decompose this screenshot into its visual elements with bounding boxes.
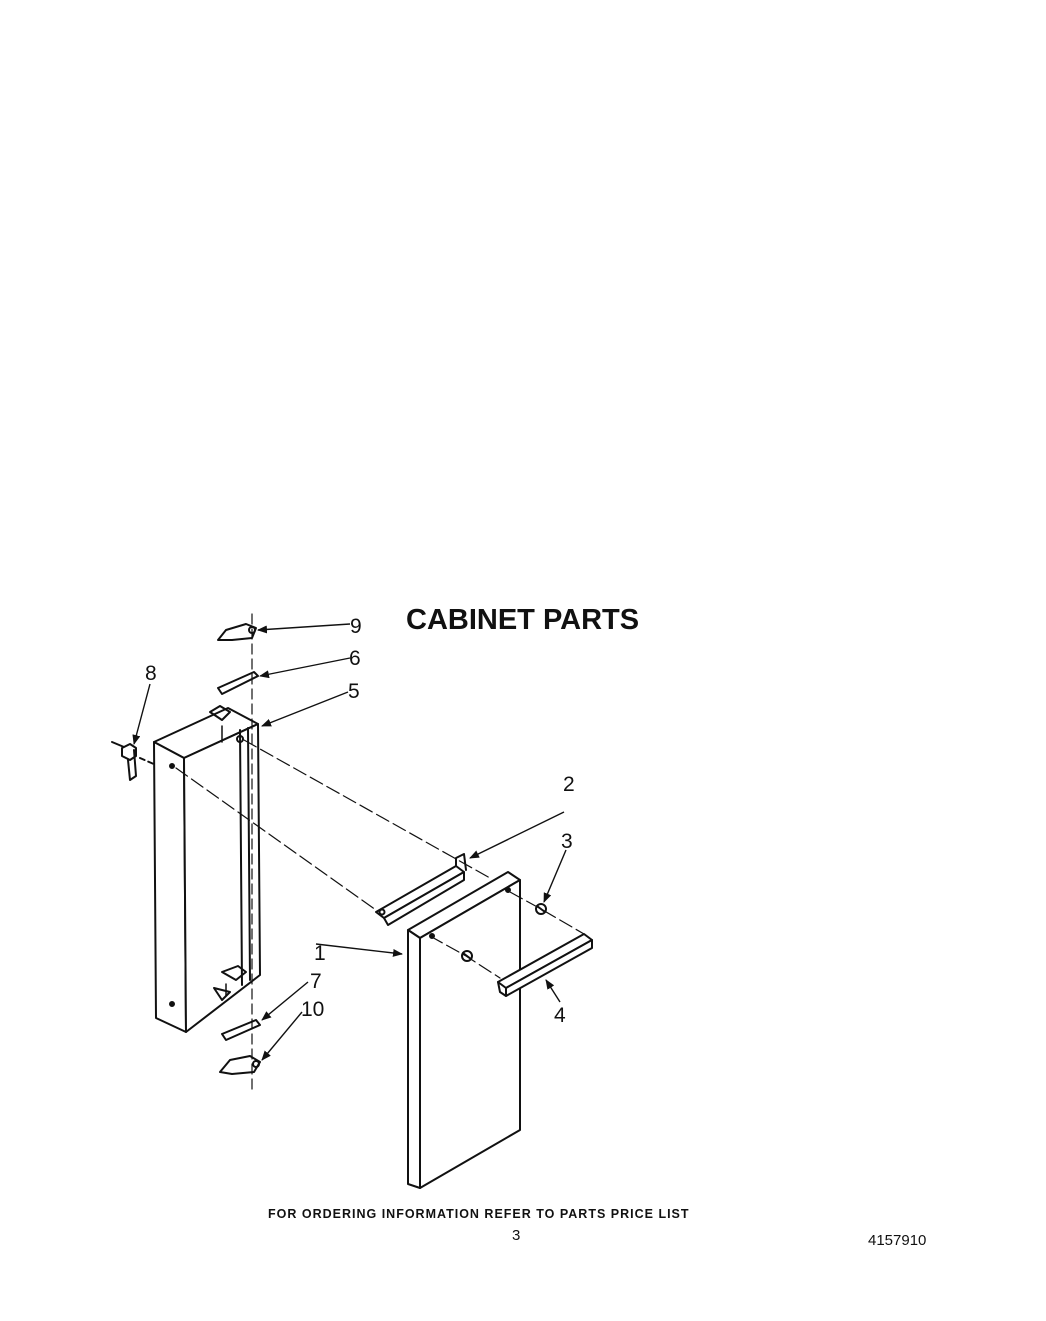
- part-3-screw-upper: [535, 903, 547, 915]
- part-1-door-panel: [407, 871, 521, 1189]
- part-8-clip: [111, 741, 157, 781]
- callout-5: 5: [348, 680, 360, 703]
- document-number: 4157910: [868, 1232, 927, 1249]
- diagram-title: CABINET PARTS: [406, 604, 640, 636]
- part-7-plate-bottom: [221, 1019, 261, 1041]
- callout-6: 6: [349, 647, 361, 670]
- callout-2: 2: [563, 773, 575, 796]
- callout-1: 1: [314, 942, 326, 965]
- part-10-hinge-bottom: [219, 1055, 261, 1075]
- part-9-hinge-top: [217, 623, 257, 641]
- callout-3: 3: [561, 830, 573, 853]
- part-5-side-panel: [153, 705, 261, 1033]
- part-4-bottom-rail: [497, 933, 593, 997]
- part-2-top-rail: [375, 853, 467, 926]
- page-number: 3: [512, 1227, 521, 1244]
- callout-8: 8: [145, 662, 157, 685]
- callout-4: 4: [554, 1004, 566, 1027]
- ordering-info-note: FOR ORDERING INFORMATION REFER TO PARTS …: [268, 1207, 690, 1221]
- part-6-plate-top: [217, 671, 259, 695]
- callout-10: 10: [301, 998, 324, 1021]
- callout-7: 7: [310, 970, 322, 993]
- callout-9: 9: [350, 615, 362, 638]
